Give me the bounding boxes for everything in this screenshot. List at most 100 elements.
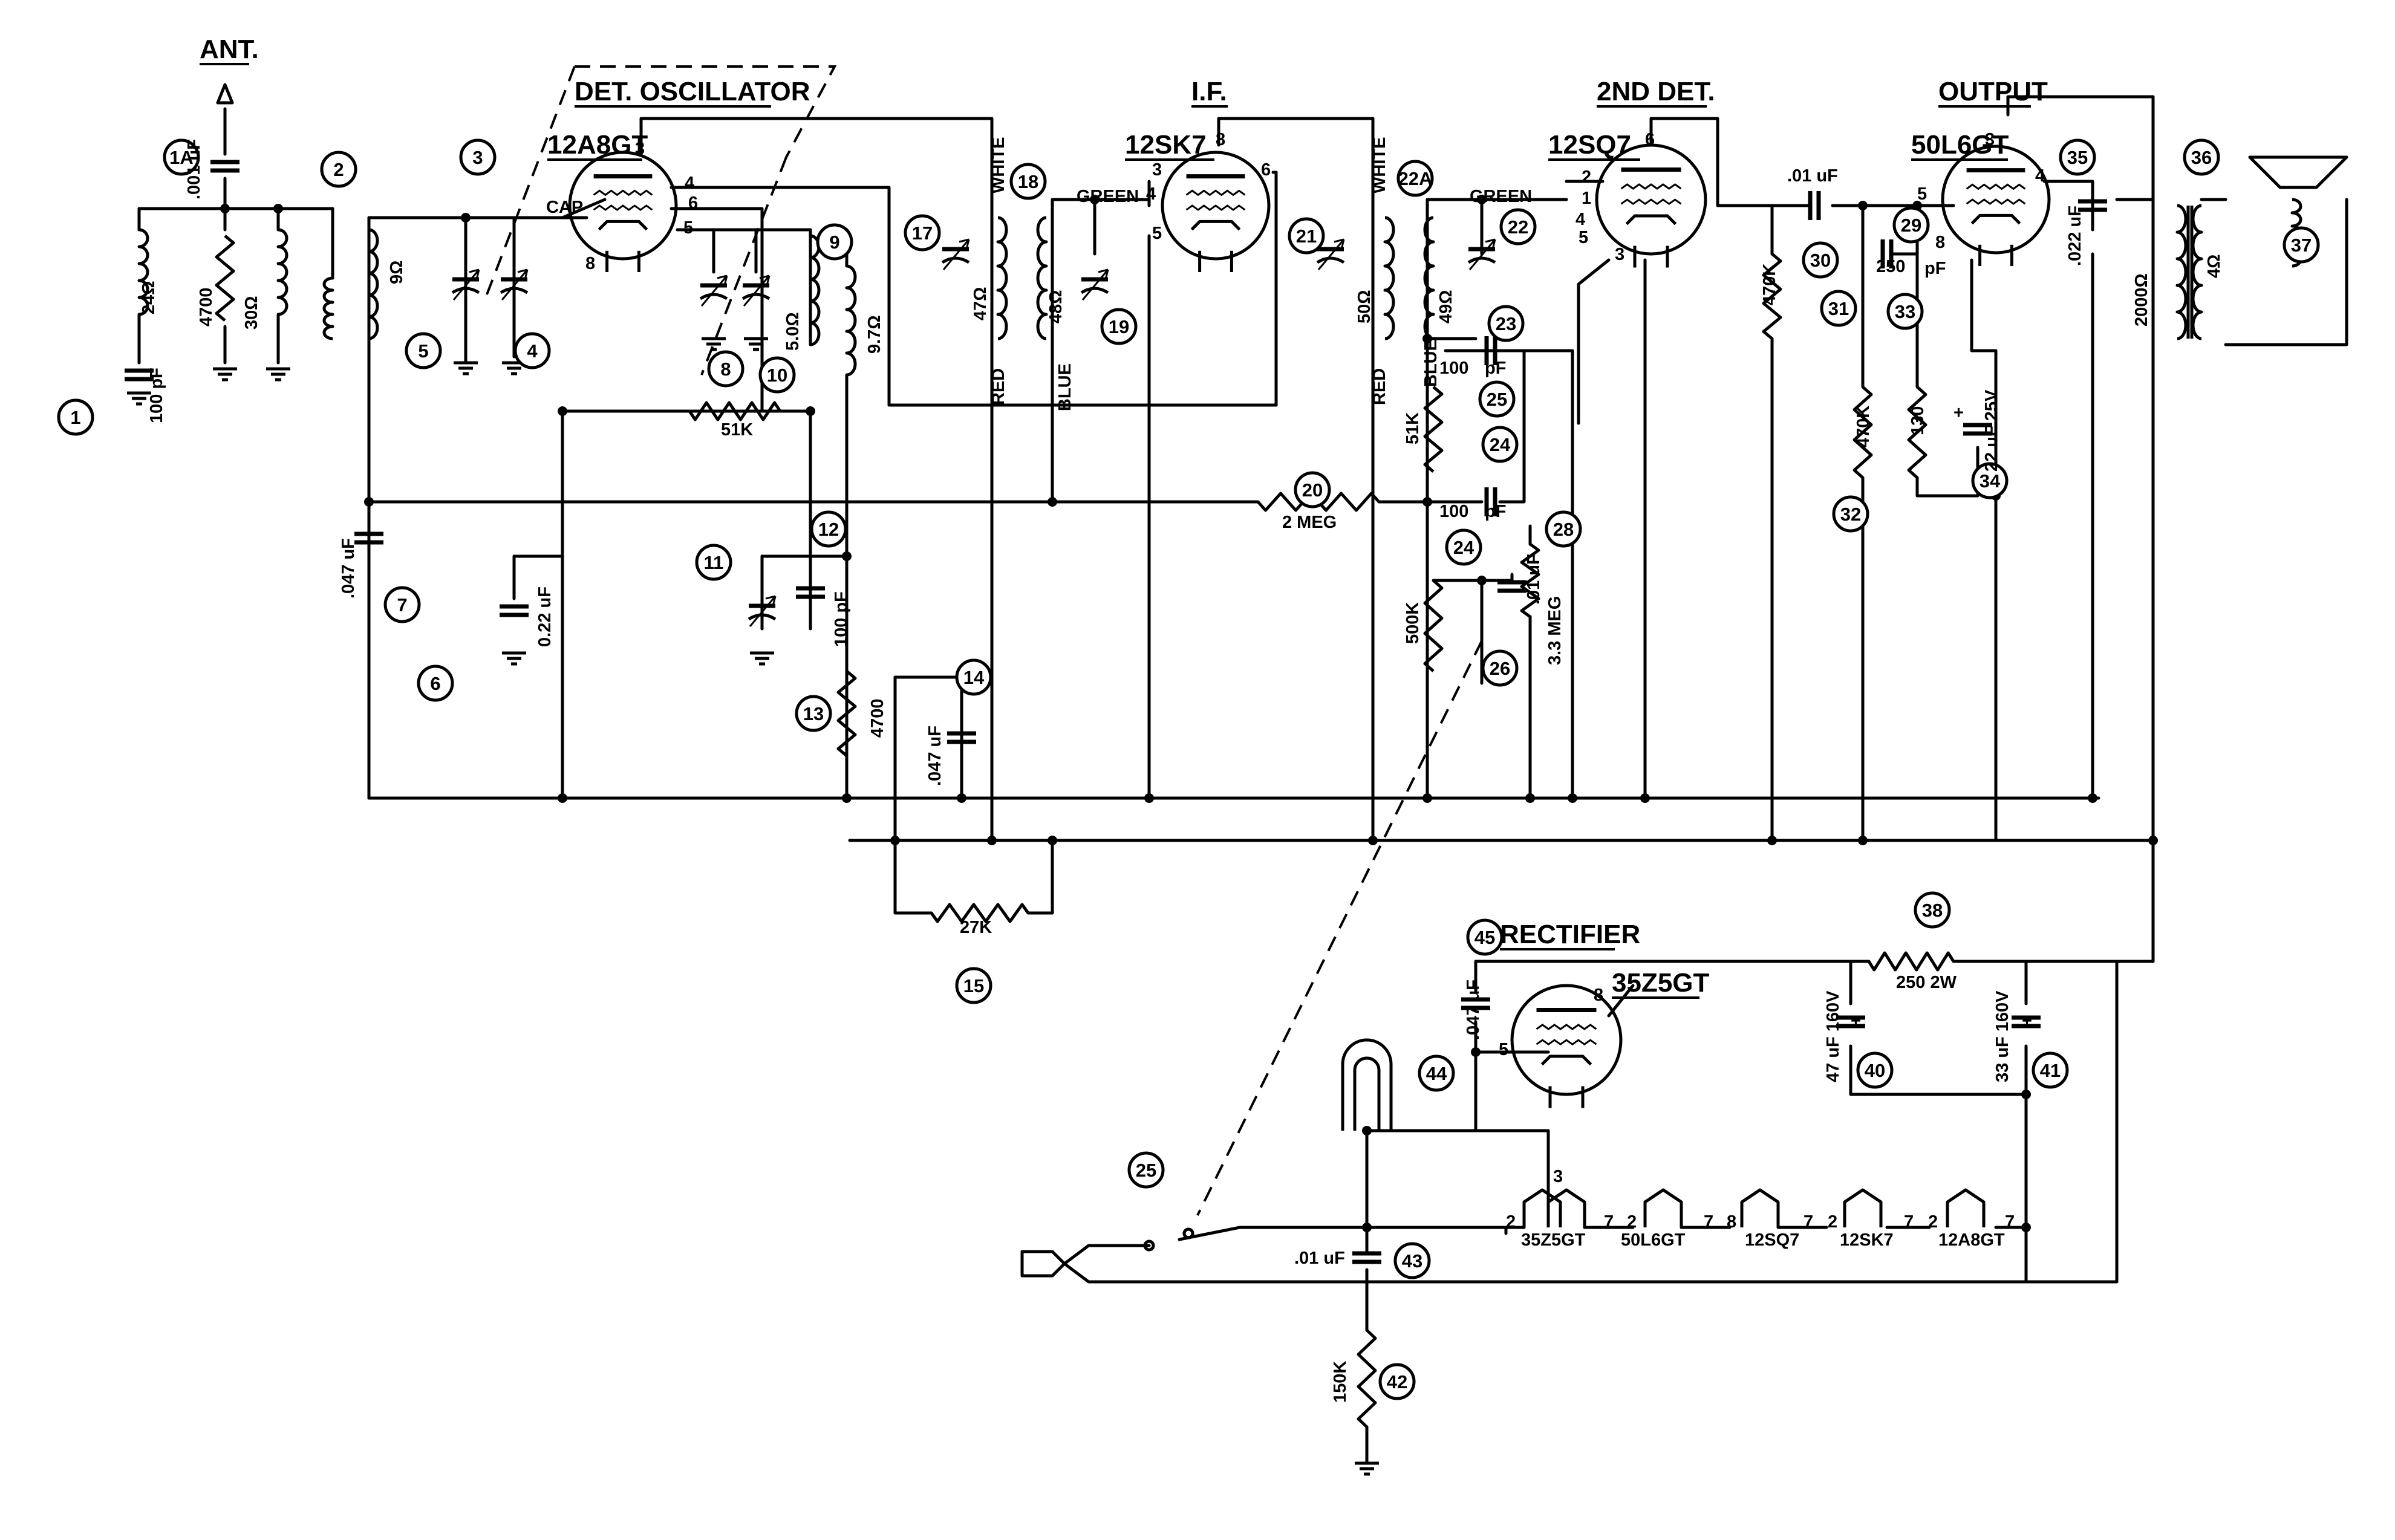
capacitor-100pf-3: [1484, 336, 1497, 365]
junction-dot: [1368, 836, 1378, 845]
junction-dot: [842, 551, 852, 561]
junction-dot: [1144, 793, 1154, 803]
callout-circle: [955, 658, 992, 696]
callout-circle: [1481, 649, 1519, 687]
label-pf-3: pF: [1485, 359, 1506, 378]
tube-12a8gt-header: 12A8GT: [547, 130, 648, 160]
components: [125, 65, 2348, 1476]
label-c22uf: 22 uF 25V: [1982, 389, 2001, 472]
junction-dot: [1477, 576, 1487, 585]
label-c100pf-3: 100: [1439, 359, 1468, 378]
callout-19: 19: [1100, 308, 1138, 345]
callout-24: 24: [1445, 528, 1482, 566]
gang-link-dashed: [575, 65, 837, 158]
label-l97: 9.7Ω: [865, 315, 884, 354]
label-filament-12a8gt: 12A8GT: [1938, 1230, 2005, 1250]
callout-number: 5: [418, 340, 428, 362]
section-headers: ANT. DET. OSCILLATOR 12A8GT I.F. 12SK7 2…: [200, 34, 2048, 999]
pin-12sq7-2: 2: [1582, 167, 1591, 187]
junction-dot: [558, 406, 567, 416]
capacitor-22uf: [1963, 423, 1992, 436]
junction-dot: [1477, 195, 1487, 204]
callout-circle: [2059, 138, 2096, 176]
capacitor-plate: [500, 287, 529, 294]
junction-dot: [1048, 836, 1057, 845]
callout-number: 34: [1980, 470, 2001, 492]
callout-43: 43: [1393, 1242, 1431, 1279]
junction-dot: [558, 793, 567, 803]
wire: [639, 117, 994, 153]
wire: [676, 228, 812, 346]
fil-pin-2b: 2: [1627, 1212, 1637, 1232]
callout-33: 33: [1886, 293, 1924, 330]
ground-icon: [454, 361, 478, 375]
switch-contact: [1182, 1227, 1194, 1239]
callout-1a: 1A: [163, 138, 200, 176]
capacitor-33uf: [2012, 1015, 2041, 1028]
callout-number: 32: [1840, 504, 1861, 525]
label-green-2: GREEN: [1470, 187, 1532, 206]
callout-circle: [320, 151, 357, 188]
callout-number: 33: [1895, 301, 1915, 322]
antenna-header: ANT.: [200, 34, 259, 64]
wire: [1504, 349, 1574, 800]
second-det-header: 2ND DET.: [1597, 77, 1715, 106]
capacitor-plate: [1467, 256, 1496, 264]
callout-number: 44: [1426, 1063, 1447, 1084]
fil-pin-2e: 2: [1928, 1212, 1938, 1232]
tube-grid: [1620, 198, 1682, 206]
callout-28: 28: [1545, 510, 1582, 548]
tube-grid: [1966, 198, 2026, 205]
fil-pin-7a: 7: [1604, 1212, 1614, 1232]
adjust-arrow: [1317, 238, 1345, 270]
potentiometer-500k: [1423, 579, 1444, 672]
callout-number: 10: [767, 365, 787, 386]
callout-13: 13: [795, 695, 832, 732]
tube-grid: [1536, 1039, 1597, 1046]
label-pf-4: pF: [1485, 502, 1506, 521]
pin-50l6-8: 8: [1935, 233, 1945, 252]
callout-5: 5: [405, 332, 442, 369]
callout-circle: [1832, 495, 1869, 533]
callout-42: 42: [1378, 1363, 1416, 1400]
label-r51k: 51K: [721, 420, 753, 440]
label-pf-5: pF: [1924, 259, 1946, 278]
junction-dot: [1525, 793, 1535, 803]
capacitor-001: [210, 160, 240, 173]
callout-23: 23: [1487, 305, 1525, 342]
junction-dot: [1767, 836, 1777, 845]
callout-21: 21: [1288, 217, 1325, 255]
label-r2meg: 2 MEG: [1282, 513, 1337, 532]
pin-12a8-8: 8: [585, 254, 595, 273]
callout-circle: [1009, 163, 1047, 200]
callout-circle: [1418, 1054, 1455, 1092]
ground-icon: [702, 337, 726, 351]
junction-dot: [1422, 497, 1432, 507]
filament-symbol: [1843, 1188, 1883, 1227]
callout-circle: [810, 510, 847, 548]
tube-35z5gt-header: 35Z5GT: [1612, 968, 1710, 998]
label-c047-a: .047 uF: [339, 538, 358, 599]
junction-dot: [2088, 793, 2097, 803]
wire: [1649, 117, 1810, 207]
label-c250: 250: [1876, 257, 1905, 276]
callout-9: 9: [816, 223, 853, 261]
junction-dot: [2148, 836, 2158, 845]
trimmer-capacitor-12: [748, 595, 777, 627]
callout-circle: [695, 544, 732, 581]
callout-number: 8: [720, 359, 731, 380]
label-r500k: 500K: [1403, 602, 1422, 644]
label-r250: 250 2W: [1896, 973, 1957, 992]
adjust-arrow: [942, 238, 970, 270]
callout-10: 10: [758, 356, 796, 394]
adjust-arrow: [1081, 268, 1109, 301]
label-c100pf-2: 100 pF: [832, 591, 851, 647]
callout-number: 4: [527, 340, 538, 362]
component-labels: .001 uF 100 pF 4700 24Ω 30Ω CAP 9Ω 5.0Ω …: [139, 137, 2224, 1403]
callout-number: 35: [2067, 147, 2088, 168]
callout-22a: 22A: [1396, 160, 1434, 197]
junction-dot: [220, 204, 230, 213]
callout-number: 36: [2191, 147, 2212, 168]
callout-14: 14: [955, 658, 992, 696]
